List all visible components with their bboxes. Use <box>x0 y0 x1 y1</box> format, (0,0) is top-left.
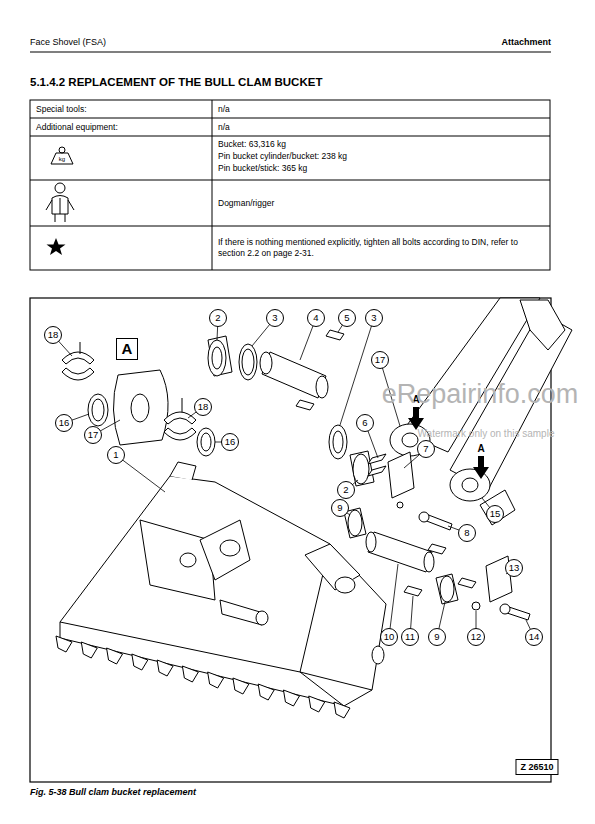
figure-caption: Fig. 5-38 Bull clam bucket replacement <box>30 787 196 797</box>
callout-number: 11 <box>401 628 419 646</box>
view-label: A <box>116 338 138 360</box>
callout-number: 13 <box>505 559 523 577</box>
watermark: eRepairinfo.com <box>382 379 579 410</box>
bucket-tooth <box>283 690 299 706</box>
callout-number: 10 <box>380 628 398 646</box>
table-cell: Special tools: <box>36 104 87 114</box>
callout-number: 5 <box>338 309 356 327</box>
section-title: 5.1.4.2 REPLACEMENT OF THE BULL CLAM BUC… <box>30 76 322 88</box>
header-section: Attachment <box>501 37 551 47</box>
callout-number: 17 <box>371 351 389 369</box>
bucket-tooth <box>81 642 97 658</box>
table-note: If there is nothing mentioned explicitly… <box>218 237 543 259</box>
table-cell: Pin bucket cylinder/bucket: 238 kg <box>218 151 347 161</box>
callout-number: 16 <box>221 433 239 451</box>
callout-number: 2 <box>209 309 227 327</box>
table-cell: Bucket: 63,316 kg <box>218 139 286 149</box>
table-cell: Pin bucket/stick: 365 kg <box>218 163 307 173</box>
callout-number: 4 <box>307 309 325 327</box>
bucket-tooth <box>56 636 72 652</box>
bucket-tooth <box>258 684 274 700</box>
bucket-tooth <box>309 696 325 712</box>
callout-number: 16 <box>55 414 73 432</box>
callout-number: 3 <box>365 309 383 327</box>
view-arrow-label: A <box>476 443 485 454</box>
bucket-tooth <box>157 660 173 676</box>
bucket-tooth <box>208 672 224 688</box>
figure-code: Z 26510 <box>515 759 558 775</box>
callout-number: 17 <box>84 426 102 444</box>
header-text: Face Shovel (FSA) <box>30 37 106 47</box>
callout-number: 15 <box>486 505 504 523</box>
bucket-tooth <box>132 654 148 670</box>
callout-number: 18 <box>44 326 62 344</box>
weight-icon-text: kg <box>59 156 65 162</box>
callout-number: 3 <box>266 309 284 327</box>
bucket-tooth <box>107 648 123 664</box>
bucket-tooth <box>334 702 350 718</box>
watermark: Watermark only on this sample <box>418 428 555 439</box>
callout-number: 6 <box>356 414 374 432</box>
callout-number: 9 <box>428 628 446 646</box>
callout-number: 1 <box>107 446 125 464</box>
callout-number: 12 <box>467 628 485 646</box>
table-cell: n/a <box>218 104 230 114</box>
callout-number: 14 <box>525 628 543 646</box>
callout-number: 18 <box>194 398 212 416</box>
table-cell: Dogman/rigger <box>218 198 274 208</box>
callout-number: 2 <box>337 481 355 499</box>
bucket-tooth <box>182 666 198 682</box>
callout-number: 9 <box>331 499 349 517</box>
callout-number: 7 <box>417 440 435 458</box>
table-cell: Additional equipment: <box>36 122 118 132</box>
callout-number: 8 <box>458 524 476 542</box>
bucket-tooth <box>233 678 249 694</box>
table-cell: n/a <box>218 122 230 132</box>
